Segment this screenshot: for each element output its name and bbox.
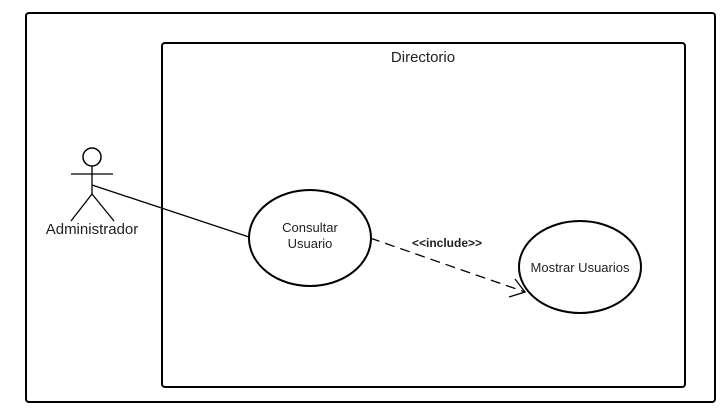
use-case-consultar-usuario: Consultar Usuario — [248, 189, 372, 287]
system-boundary — [161, 42, 686, 388]
use-case-ellipse — [248, 189, 372, 287]
association-line — [91, 184, 253, 239]
include-line — [369, 237, 526, 293]
use-case-ellipse — [518, 220, 642, 314]
actor-label: Administrador — [46, 221, 139, 238]
use-case-mostrar-usuarios: Mostrar Usuarios — [518, 220, 642, 314]
use-case-label-line2: Usuario — [288, 236, 333, 251]
use-case-label: Mostrar Usuarios — [531, 260, 630, 275]
include-label: <<include>> — [412, 236, 482, 250]
actor-head — [82, 147, 102, 167]
use-case-label-line1: Consultar — [282, 220, 338, 235]
actor-left-leg — [70, 193, 93, 222]
actor-administrador — [70, 147, 115, 222]
actor-right-leg — [91, 193, 115, 222]
include-arrowhead — [508, 278, 527, 298]
system-label: Directorio — [391, 49, 455, 66]
